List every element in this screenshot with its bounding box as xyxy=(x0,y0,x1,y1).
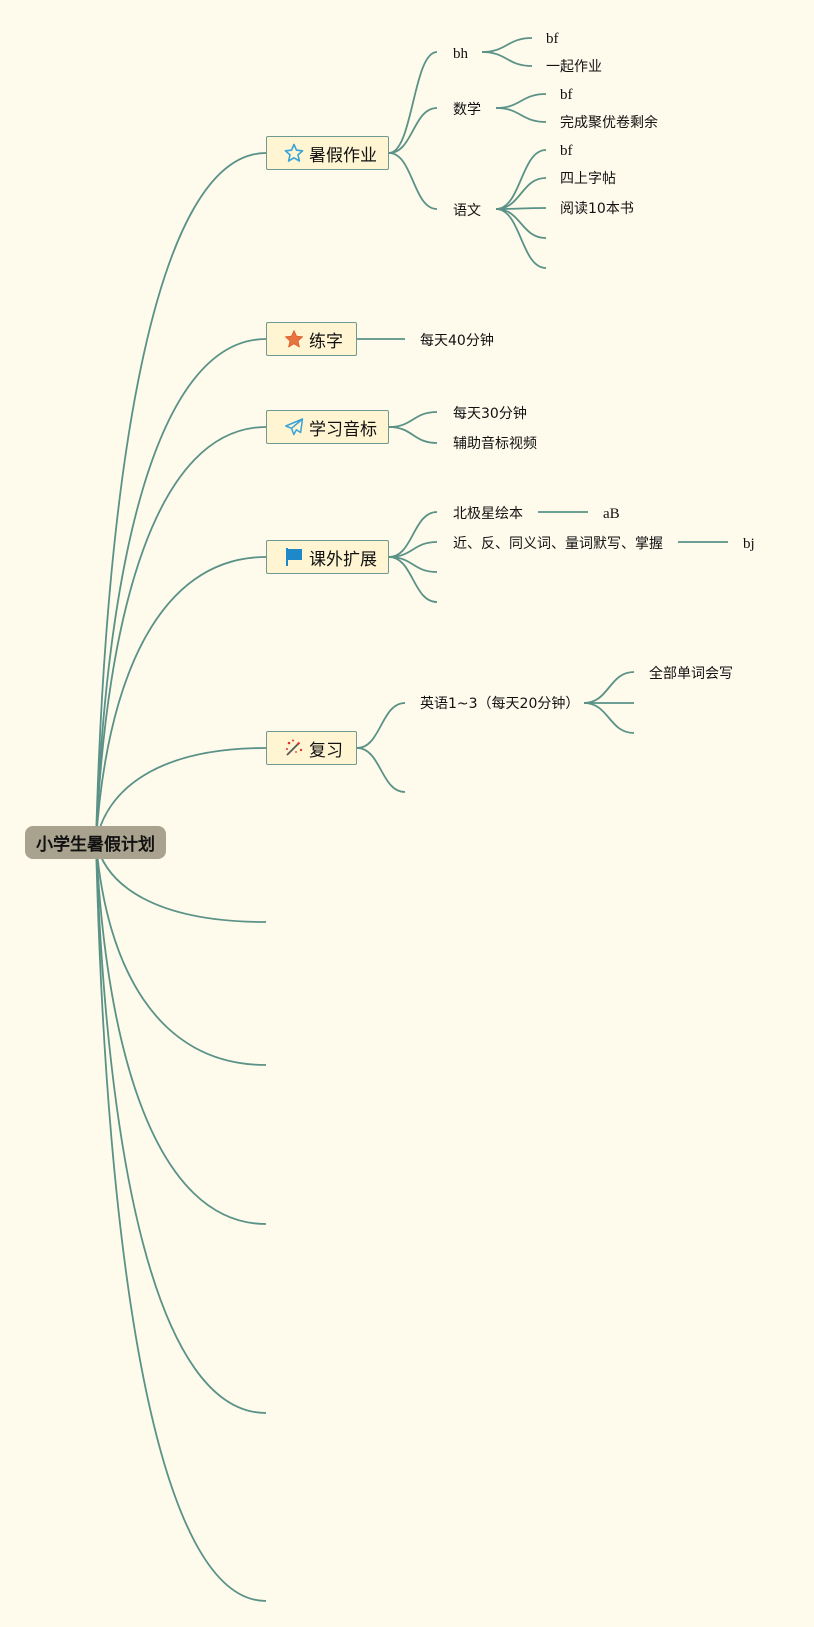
connector-line xyxy=(583,671,635,704)
connector-line xyxy=(356,702,406,749)
root-empty-branch xyxy=(95,841,267,1602)
homework-to-chinese xyxy=(388,152,438,210)
subtopic-english-review[interactable]: 英语1~3（每天20分钟） xyxy=(420,696,580,712)
connector-line xyxy=(495,208,547,239)
leaf-chinese-reading[interactable]: 阅读10本书 xyxy=(560,201,634,217)
connector-line xyxy=(388,411,438,428)
leaf-bh-homework-app[interactable]: 一起作业 xyxy=(546,59,602,75)
leaf-word-dictation-bj[interactable]: bj xyxy=(743,536,755,552)
leaf-phonetics-videos[interactable]: 辅助音标视频 xyxy=(453,436,537,452)
star-filled-icon xyxy=(284,329,304,349)
paper-plane-icon xyxy=(284,417,304,437)
root-empty-branch xyxy=(95,841,267,1225)
homework-to-math xyxy=(388,107,438,154)
topic-label: 复习 xyxy=(309,740,343,761)
root-to-summer-homework xyxy=(95,152,267,843)
connector-line xyxy=(481,37,533,53)
topic-label: 学习音标 xyxy=(309,419,377,440)
root-topic[interactable]: 小学生暑假计划 xyxy=(25,826,166,859)
root-to-review xyxy=(95,747,267,843)
root-to-extracurricular xyxy=(95,556,267,843)
connector-line xyxy=(388,556,438,603)
subtopic-word-dictation[interactable]: 近、反、同义词、量词默写、掌握 xyxy=(453,536,663,552)
subtopic-chinese[interactable]: 语文 xyxy=(453,203,481,219)
connector-line xyxy=(495,207,547,210)
leaf-phonetics-daily[interactable]: 每天30分钟 xyxy=(453,406,527,422)
star-outline-icon xyxy=(284,143,304,163)
subtopic-math[interactable]: 数学 xyxy=(453,102,481,118)
homework-to-bh xyxy=(388,51,438,154)
connector-line xyxy=(495,93,547,109)
connector-line xyxy=(583,702,635,734)
magic-wand-icon xyxy=(284,738,304,758)
connector-line xyxy=(388,426,438,444)
leaf-chinese-copybook[interactable]: 四上字帖 xyxy=(560,171,616,187)
leaf-math-test-papers[interactable]: 完成聚优卷剩余 xyxy=(560,115,658,131)
root-to-phonetics xyxy=(95,426,267,843)
topic-summer-homework[interactable]: 暑假作业 xyxy=(266,136,389,170)
subtopic-bh[interactable]: bh xyxy=(453,46,468,62)
leaf-chinese-bf[interactable]: bf xyxy=(560,143,573,159)
topic-label: 暑假作业 xyxy=(309,145,377,166)
subtopic-polaris-picture-books[interactable]: 北极星绘本 xyxy=(453,506,523,522)
topic-calligraphy[interactable]: 练字 xyxy=(266,322,357,356)
connector-line xyxy=(495,149,547,210)
root-empty-branch xyxy=(95,841,267,1414)
root-empty-branch xyxy=(95,841,267,1066)
root-to-calligraphy xyxy=(95,338,267,843)
connector-line xyxy=(495,177,547,210)
leaf-calligraphy-daily[interactable]: 每天40分钟 xyxy=(420,333,494,349)
connector-line xyxy=(495,208,547,269)
leaf-english-all-words[interactable]: 全部单词会写 xyxy=(649,666,733,682)
leaf-polaris-ab[interactable]: aB xyxy=(603,506,620,522)
leaf-math-bf[interactable]: bf xyxy=(560,87,573,103)
topic-extracurricular[interactable]: 课外扩展 xyxy=(266,540,389,574)
flag-icon xyxy=(284,547,304,567)
leaf-bh-bf[interactable]: bf xyxy=(546,31,559,47)
connector-line xyxy=(481,51,533,67)
connector-line xyxy=(356,747,406,793)
topic-phonetics[interactable]: 学习音标 xyxy=(266,410,389,444)
topic-label: 课外扩展 xyxy=(309,549,377,570)
connector-line xyxy=(495,107,547,123)
topic-label: 练字 xyxy=(309,331,343,352)
topic-review[interactable]: 复习 xyxy=(266,731,357,765)
